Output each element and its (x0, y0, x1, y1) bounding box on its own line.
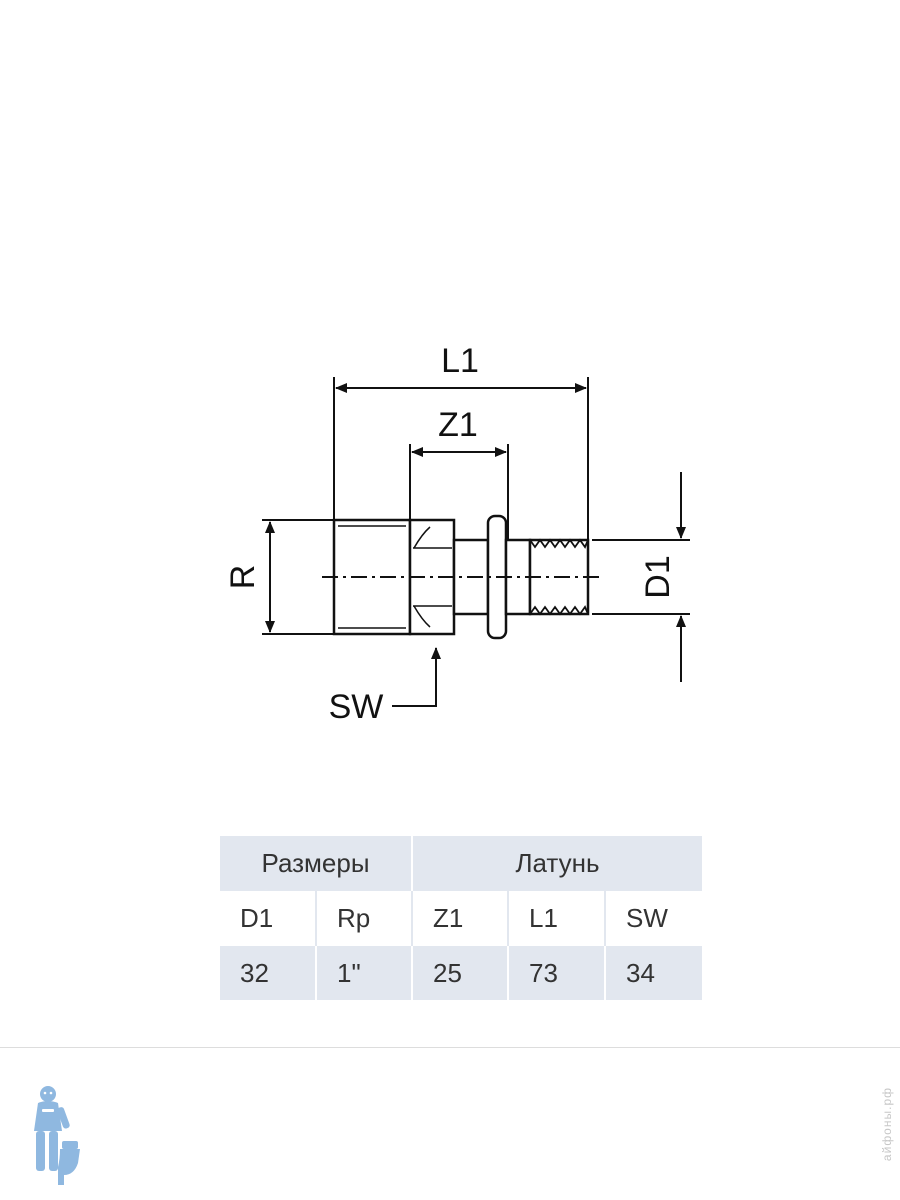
table-group-header-row: Размеры Латунь (220, 836, 703, 891)
site-watermark: айфоны.рф (880, 1087, 894, 1162)
table-row: 32 1" 25 73 34 (220, 946, 703, 1000)
extension-lines (262, 377, 690, 635)
column-header: D1 (220, 891, 317, 946)
column-header: SW (605, 891, 703, 946)
table-cell: 32 (220, 946, 317, 1000)
dimension-l1: L1 (335, 342, 587, 393)
table-cell: 73 (508, 946, 606, 1000)
table-cell: 25 (412, 946, 509, 1000)
table-cell: 1" (316, 946, 413, 1000)
label-sw: SW (329, 688, 384, 726)
label-z1: Z1 (438, 406, 478, 444)
table-header-row: D1 Rp Z1 L1 SW (220, 891, 703, 946)
spec-table: Размеры Латунь D1 Rp Z1 L1 SW 32 1" 25 7… (220, 836, 703, 1000)
table-cell: 34 (605, 946, 703, 1000)
label-r: R (224, 565, 262, 590)
group-header-material: Латунь (412, 836, 703, 891)
dimension-d1: D1 (639, 472, 686, 682)
column-header: Rp (316, 891, 413, 946)
label-l1: L1 (441, 342, 479, 380)
label-d1: D1 (639, 555, 677, 598)
column-header: Z1 (412, 891, 509, 946)
group-header-dimensions: Размеры (220, 836, 413, 891)
plumber-mascot-icon (24, 1083, 82, 1194)
dimension-z1: Z1 (411, 406, 507, 457)
dimension-r: R (224, 521, 275, 633)
footer-divider (0, 1047, 900, 1048)
fitting-drawing: L1 Z1 R D1 SW (224, 342, 690, 726)
column-header: L1 (508, 891, 606, 946)
dimension-sw: SW (329, 647, 441, 726)
